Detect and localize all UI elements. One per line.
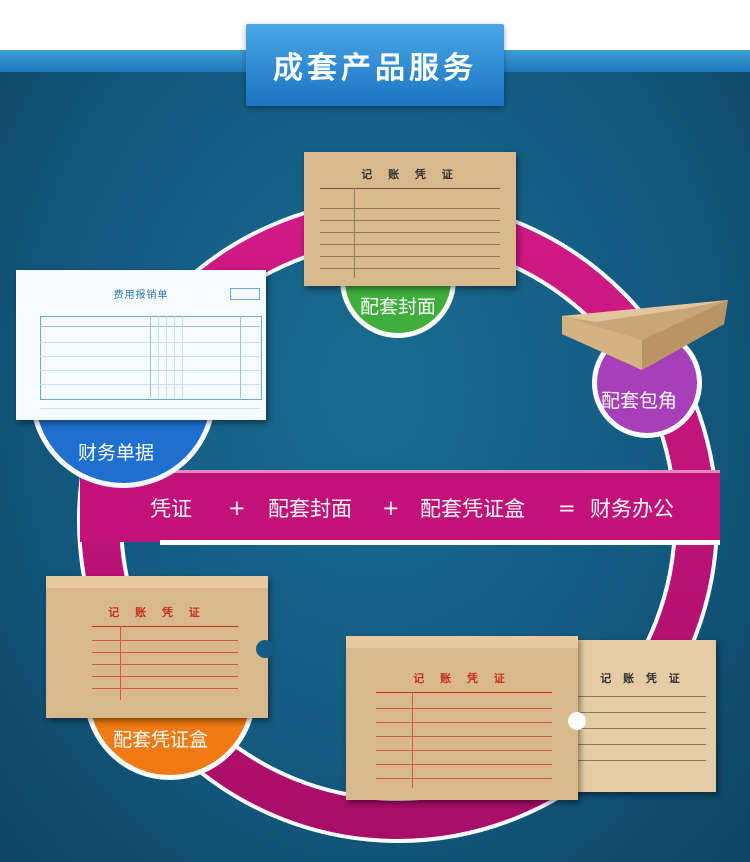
corner-protector-image [562, 300, 728, 370]
page-title: 成套产品服务 [273, 51, 477, 86]
large-box-doc-title: 记 账 凭 证 [413, 672, 511, 685]
equation-row: 凭证 + 配套封面 + 配套凭证盒 = 财务办公 [150, 488, 710, 528]
equation-item-cover: 配套封面 [268, 497, 352, 521]
center-band-edge [80, 470, 720, 473]
center-band [80, 470, 720, 542]
voucher-box-image: 记 账 凭 证 [46, 576, 274, 718]
large-box-front: 记 账 凭 证 [346, 636, 586, 800]
equation-item-voucher: 凭证 [150, 497, 192, 521]
equation-item-box: 配套凭证盒 [420, 497, 525, 521]
equation-plus-1: + [228, 496, 246, 520]
cover-doc-title: 记 账 凭 证 [361, 168, 459, 181]
box-doc-title: 记 账 凭 证 [108, 606, 206, 619]
receipt-doc-title: 费用报销单 [113, 290, 169, 301]
corner-label: 配套包角 [601, 390, 678, 412]
equation-result: 财务办公 [590, 497, 674, 521]
box-label: 配套凭证盒 [113, 729, 209, 751]
title-banner: 成套产品服务 [246, 24, 504, 106]
equation-plus-2: + [382, 496, 400, 520]
center-band-bottom-edge [160, 540, 720, 545]
large-box-doc-title-2: 记 账 凭 证 [600, 672, 684, 685]
cover-label: 配套封面 [360, 296, 437, 318]
equation-equals: = [558, 496, 576, 520]
large-box-back: 记 账 凭 证 [568, 640, 716, 792]
cover-document: 记 账 凭 证 [304, 152, 516, 286]
receipt-document: 费用报销单 [16, 270, 266, 420]
receipt-label: 财务单据 [78, 442, 155, 464]
